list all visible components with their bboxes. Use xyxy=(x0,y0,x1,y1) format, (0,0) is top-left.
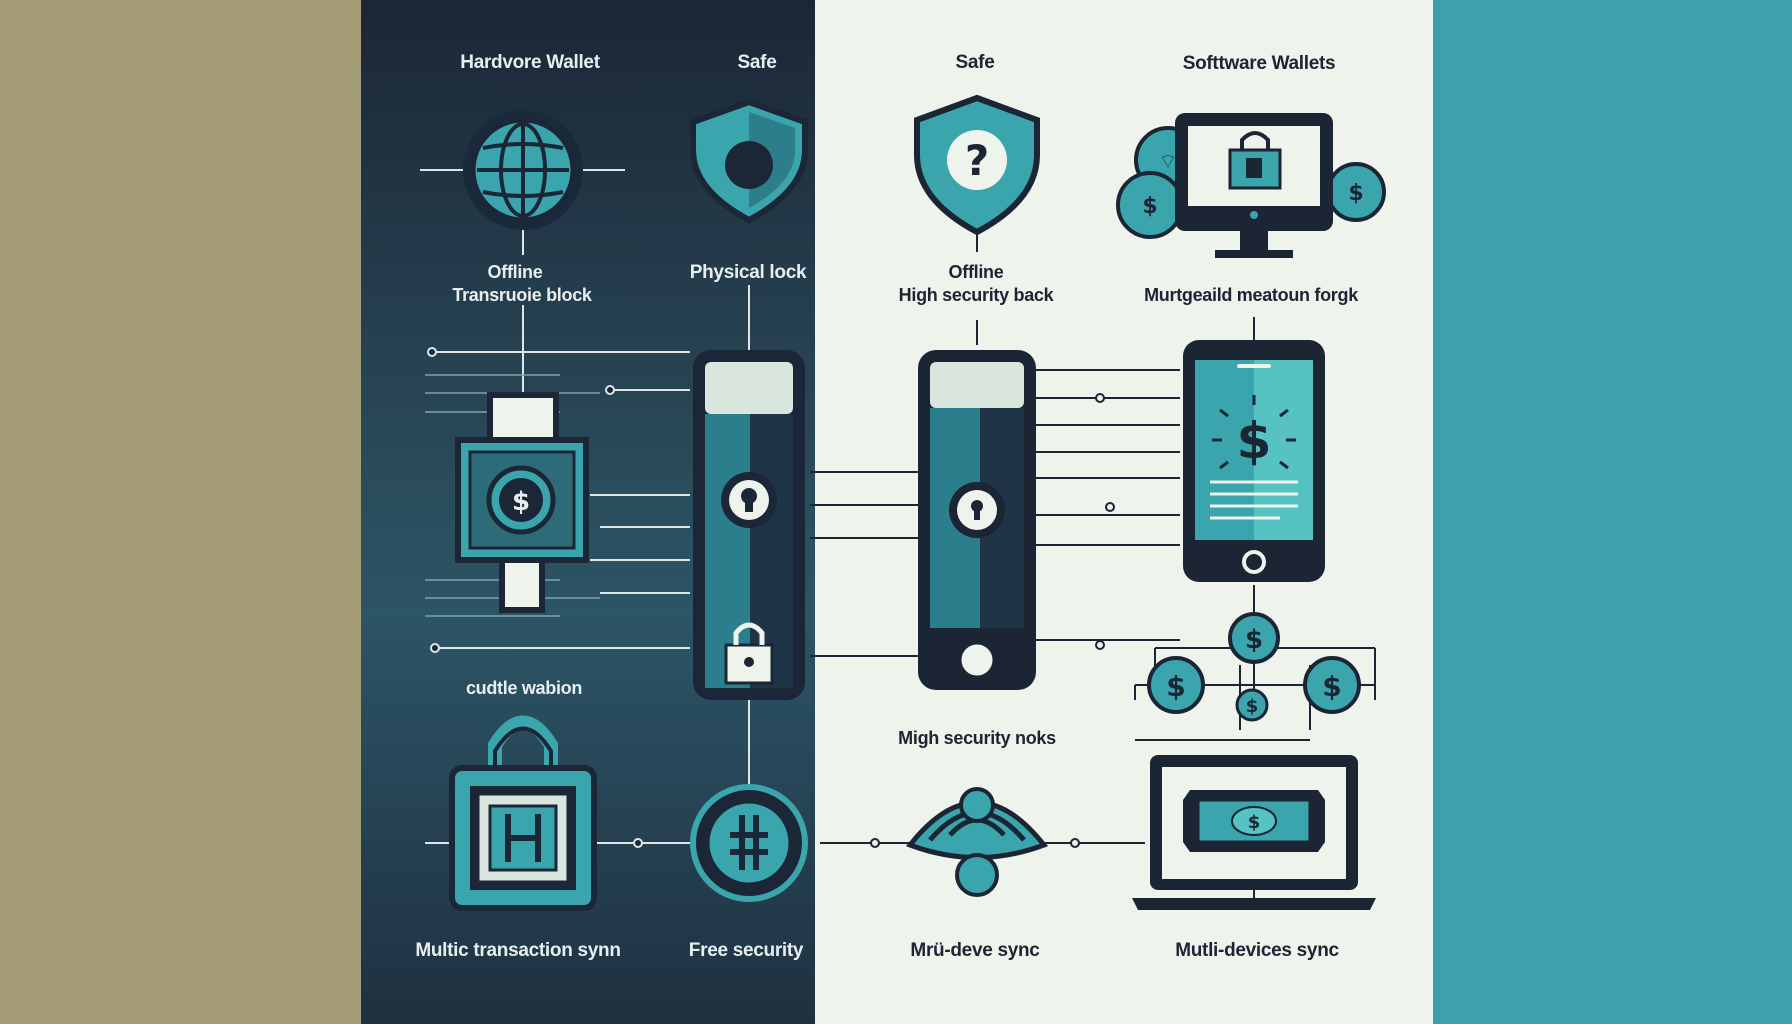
multic-transaction-sync-label: Multic transaction synn xyxy=(415,940,621,961)
offline-right-label: Offline xyxy=(948,262,1004,282)
svg-text:$: $ xyxy=(1166,670,1185,703)
svg-text:⌔: ⌔ xyxy=(1159,149,1178,173)
usb-wallet-icon-right xyxy=(918,350,1036,690)
svg-text:$: $ xyxy=(1248,812,1261,833)
olive-side-panel xyxy=(0,0,361,1024)
high-security-locks-label: Migh security noks xyxy=(898,728,1056,748)
multisig-label: Murtgeaild meatoun forgk xyxy=(1144,285,1358,305)
phone-wallet-icon: $ xyxy=(1183,340,1325,582)
hardware-device-icon: $ xyxy=(455,392,589,613)
free-security-label: Free security xyxy=(688,940,804,961)
cuddle-wallet-label: cudtle wabion xyxy=(465,678,583,698)
shield-question-icon: ? xyxy=(914,94,1040,236)
svg-text:$: $ xyxy=(512,487,530,517)
svg-text:$: $ xyxy=(1348,181,1363,206)
multi-device-sync-label-2: Mutli-devices sync xyxy=(1175,940,1339,961)
coin-icon xyxy=(690,784,808,902)
safe-right-title: Safe xyxy=(955,52,995,73)
monitor-lock-icon: ⌔ $ $ xyxy=(1116,113,1386,258)
laptop-cash-icon: $ xyxy=(1132,755,1376,910)
usb-wallet-icon-left xyxy=(693,350,805,700)
offline-left-label: Offline xyxy=(487,262,543,282)
svg-text:$: $ xyxy=(1142,194,1157,219)
svg-text:$: $ xyxy=(1322,670,1341,703)
svg-text:$: $ xyxy=(1237,412,1272,470)
multi-device-sync-label-1: Mrü-deve sync xyxy=(910,940,1040,961)
hardware-wallet-title: Hardvore Wallet xyxy=(460,52,600,73)
high-security-back-label: High security back xyxy=(898,285,1054,305)
software-wallets-title: Softtware Wallets xyxy=(1182,53,1336,74)
teal-side-panel xyxy=(1433,0,1792,1024)
padlock-chip-icon xyxy=(449,715,597,911)
shield-icon xyxy=(690,98,808,224)
safe-left-title: Safe xyxy=(737,52,777,73)
coin-network-icon: $ $ $ $ xyxy=(1147,612,1361,722)
physical-lock-label: Physical lock xyxy=(689,262,807,283)
globe-icon xyxy=(463,110,583,230)
svg-text:?: ? xyxy=(965,136,989,185)
wifi-icon xyxy=(905,787,1049,897)
svg-text:$: $ xyxy=(1246,696,1259,717)
svg-text:$: $ xyxy=(1245,625,1263,655)
offline-left-sublabel: Transruoie block xyxy=(452,285,592,305)
